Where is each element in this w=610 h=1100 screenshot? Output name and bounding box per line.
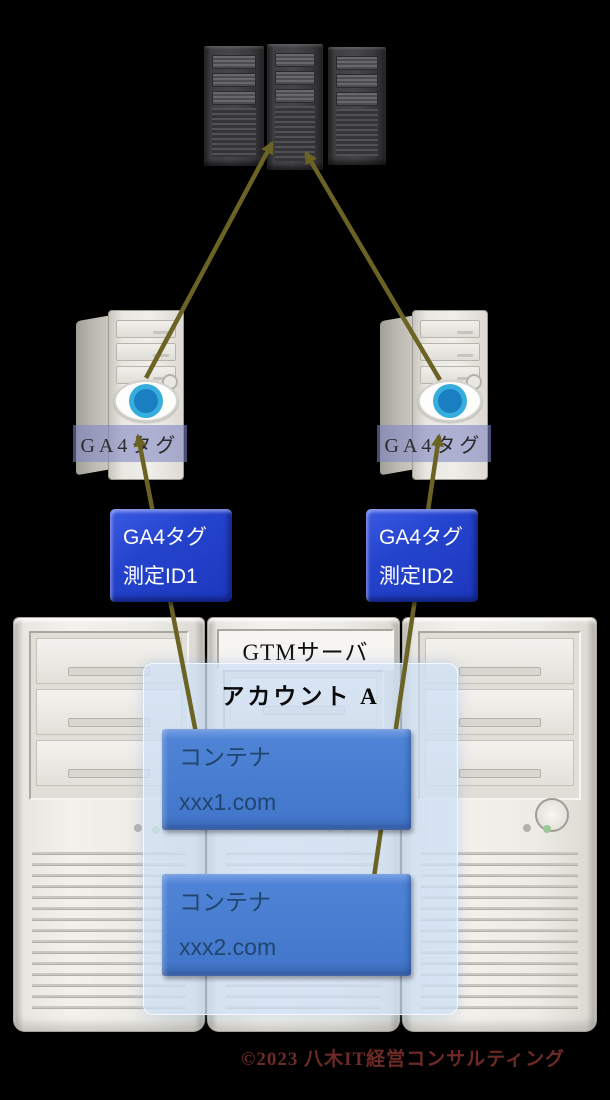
drive-bay <box>336 56 378 70</box>
ga4-box-measurement-id: 測定ID2 <box>379 565 454 588</box>
drive-bay <box>212 73 256 87</box>
eye-icon <box>114 380 178 422</box>
drive-bay <box>116 320 176 338</box>
ga4-box-title: GA4タグ <box>123 526 208 549</box>
drive-bay <box>212 55 256 69</box>
container-title: コンテナ <box>179 889 271 915</box>
ga4-tag-band-label: GA4タグ <box>73 425 187 462</box>
vent-grille <box>336 109 378 156</box>
tag-tower-right: GA4タグ <box>377 310 491 480</box>
drive-bay <box>336 74 378 88</box>
server-tower-icon <box>328 47 386 165</box>
ga4-box-measurement-id: 測定ID1 <box>123 565 198 588</box>
drive-bay <box>420 343 480 361</box>
ga4-tag-box-2: GA4タグ 測定ID2 <box>366 509 478 602</box>
led-icon <box>543 825 551 833</box>
power-button-icon <box>535 798 569 832</box>
server-tower-icon <box>267 44 323 170</box>
container-domain: xxx2.com <box>179 934 277 960</box>
ga4-tag-box-1: GA4タグ 測定ID1 <box>110 509 232 602</box>
eye-glint <box>162 388 169 395</box>
drive-bay <box>275 53 315 67</box>
tag-tower-left: GA4タグ <box>73 310 187 480</box>
eye-glint <box>466 388 473 395</box>
ga4-box-title: GA4タグ <box>379 526 464 549</box>
drive-bay <box>425 638 574 684</box>
led-icon <box>523 824 531 832</box>
drive-bay-panel <box>29 631 189 800</box>
drive-bay <box>275 89 315 103</box>
drive-bay <box>336 92 378 106</box>
container-box-2: コンテナ xxx2.com <box>162 874 411 976</box>
vent-grille <box>212 108 256 157</box>
arrow-line-icon <box>144 140 274 380</box>
drive-bay <box>420 320 480 338</box>
eye-pupil <box>134 389 158 413</box>
drive-bay <box>212 91 256 105</box>
arrow-line-icon <box>304 150 442 382</box>
eye-icon <box>418 380 482 422</box>
server-tower-icon <box>204 46 264 166</box>
account-a-label: アカウント A <box>221 684 380 709</box>
eye-pupil <box>438 389 462 413</box>
container-box-1: コンテナ xxx1.com <box>162 729 411 830</box>
led-icon <box>134 824 142 832</box>
container-title: コンテナ <box>179 744 271 770</box>
copyright-text: ©2023 八木IT経営コンサルティング <box>241 1049 565 1070</box>
drive-bay <box>275 71 315 85</box>
container-domain: xxx1.com <box>179 789 277 815</box>
